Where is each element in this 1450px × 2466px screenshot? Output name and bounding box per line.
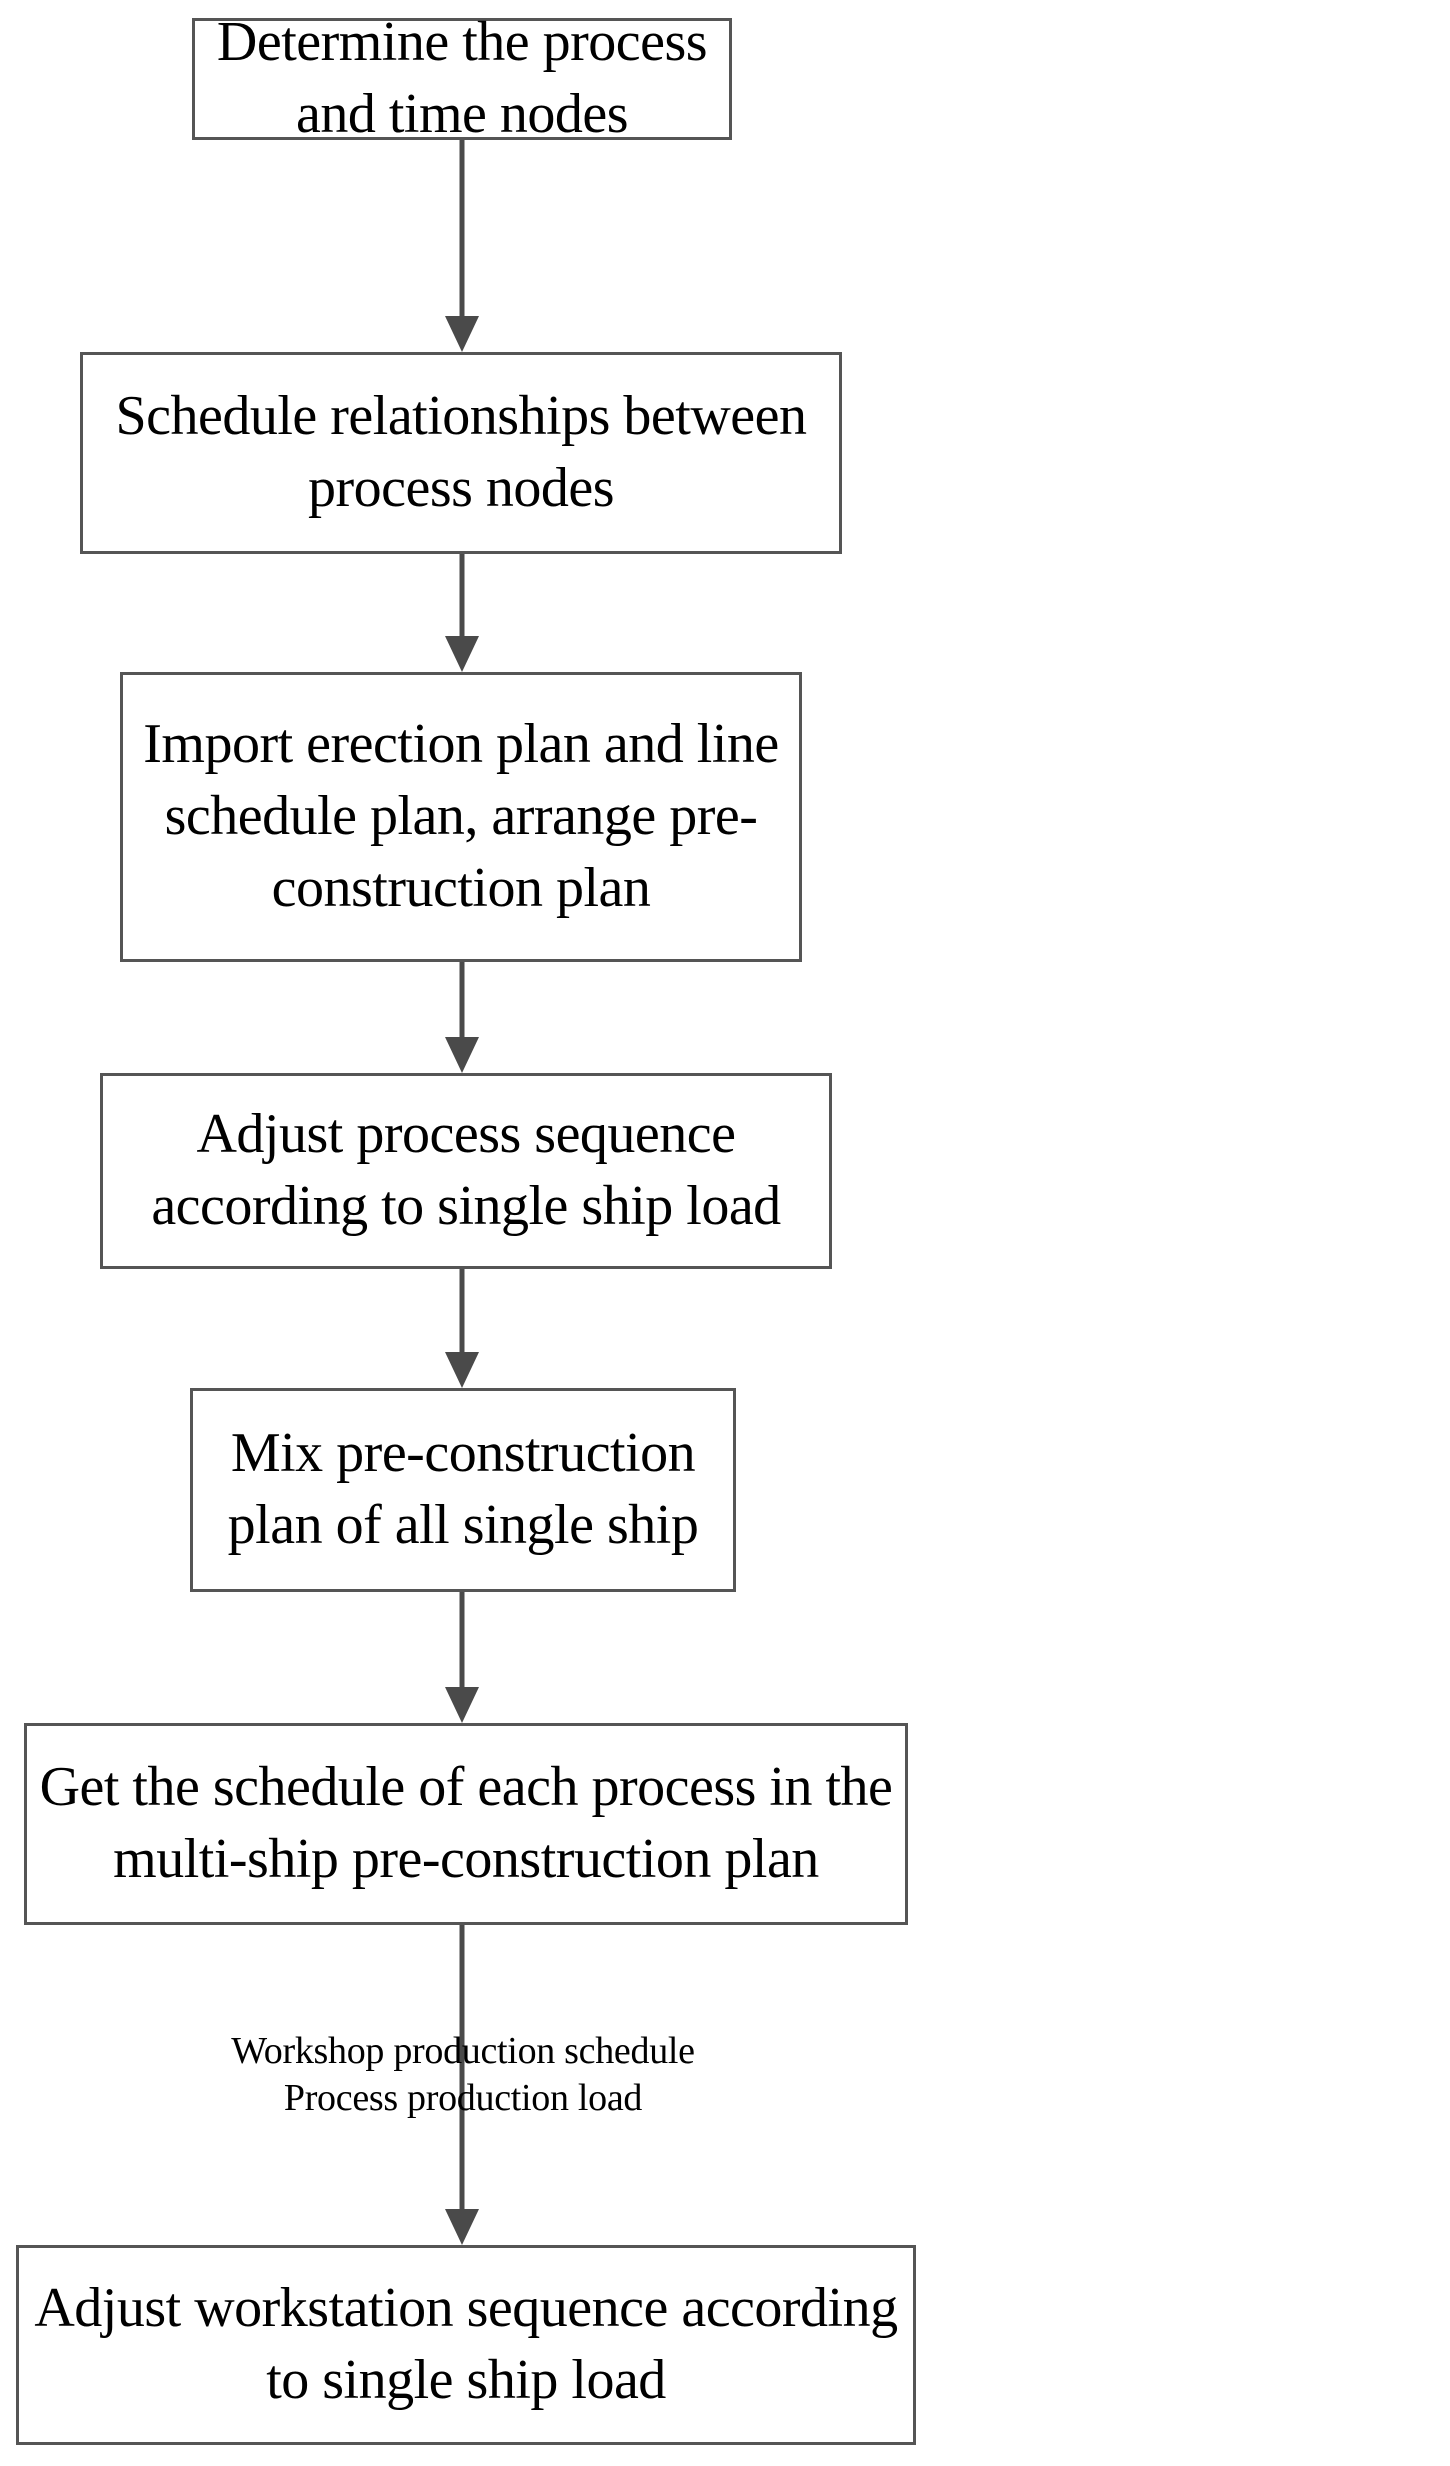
arrowhead-down-icon xyxy=(445,636,479,672)
process-node-label: Determine the process and time nodes xyxy=(216,11,708,145)
arrowhead-down-icon xyxy=(445,1687,479,1723)
process-node-adjust-workstation-sequence[interactable]: Adjust workstation sequence according to… xyxy=(16,2245,916,2445)
process-node-label: Adjust workstation sequence according to… xyxy=(34,2277,898,2411)
arrowhead-down-icon xyxy=(445,1352,479,1388)
arrow-shaft xyxy=(459,962,465,1037)
arrowhead-down-icon xyxy=(445,1037,479,1073)
arrow-shaft xyxy=(459,1925,465,2209)
process-node-adjust-process-sequence[interactable]: Adjust process sequence according to sin… xyxy=(100,1073,832,1269)
process-node-label: Mix pre-construction plan of all single … xyxy=(227,1422,699,1556)
arrow-shaft xyxy=(459,554,465,636)
arrow-shaft xyxy=(459,1592,465,1687)
process-node-label: Get the schedule of each process in the … xyxy=(39,1756,893,1890)
process-node-get-schedule-each-process[interactable]: Get the schedule of each process in the … xyxy=(24,1723,908,1925)
arrow-shaft xyxy=(459,140,465,316)
process-node-schedule-relationships[interactable]: Schedule relationships between process n… xyxy=(80,352,842,554)
process-node-mix-pre-construction-plan[interactable]: Mix pre-construction plan of all single … xyxy=(190,1388,736,1592)
process-node-label: Import erection plan and line schedule p… xyxy=(143,713,779,919)
process-node-label: Schedule relationships between process n… xyxy=(115,385,807,519)
arrow-shaft xyxy=(459,1269,465,1352)
arrowhead-down-icon xyxy=(445,316,479,352)
process-node-label: Adjust process sequence according to sin… xyxy=(151,1103,781,1237)
process-node-determine-process-and-time-nodes[interactable]: Determine the process and time nodes xyxy=(192,11,732,145)
arrowhead-down-icon xyxy=(445,2209,479,2245)
edge-label-workshop-production: Workshop production schedule Process pro… xyxy=(231,2030,695,2120)
process-node-import-erection-plan[interactable]: Import erection plan and line schedule p… xyxy=(120,672,802,962)
